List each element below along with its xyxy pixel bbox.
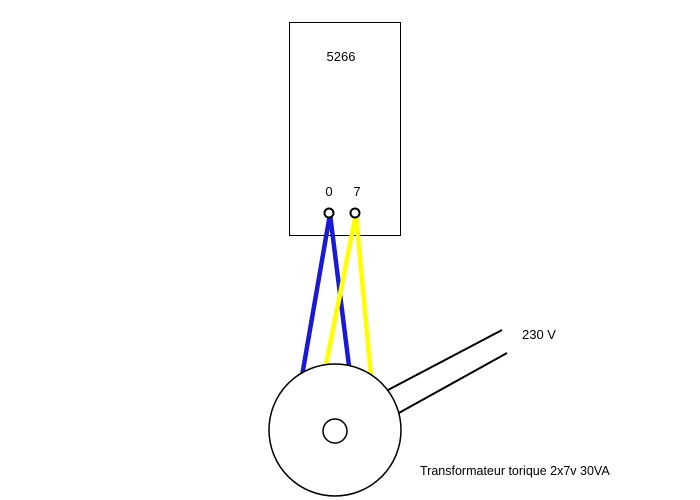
yellow-wire-right	[353, 211, 374, 379]
yellow-wire-left	[323, 211, 359, 368]
transformer-label: Transformateur torique 2x7v 30VA	[420, 464, 610, 478]
terminal-0	[323, 207, 335, 219]
terminal-0-label: 0	[325, 184, 332, 199]
module-box	[289, 22, 401, 236]
terminal-7-label: 7	[353, 184, 360, 199]
mains-label: 230 V	[522, 327, 556, 342]
mains-wire-1	[387, 329, 503, 391]
blue-wire-left	[299, 211, 333, 379]
terminal-7	[349, 207, 361, 219]
transformer-core-hole	[322, 418, 348, 444]
module-label: 5266	[327, 49, 356, 64]
mains-wire-2	[396, 352, 508, 415]
